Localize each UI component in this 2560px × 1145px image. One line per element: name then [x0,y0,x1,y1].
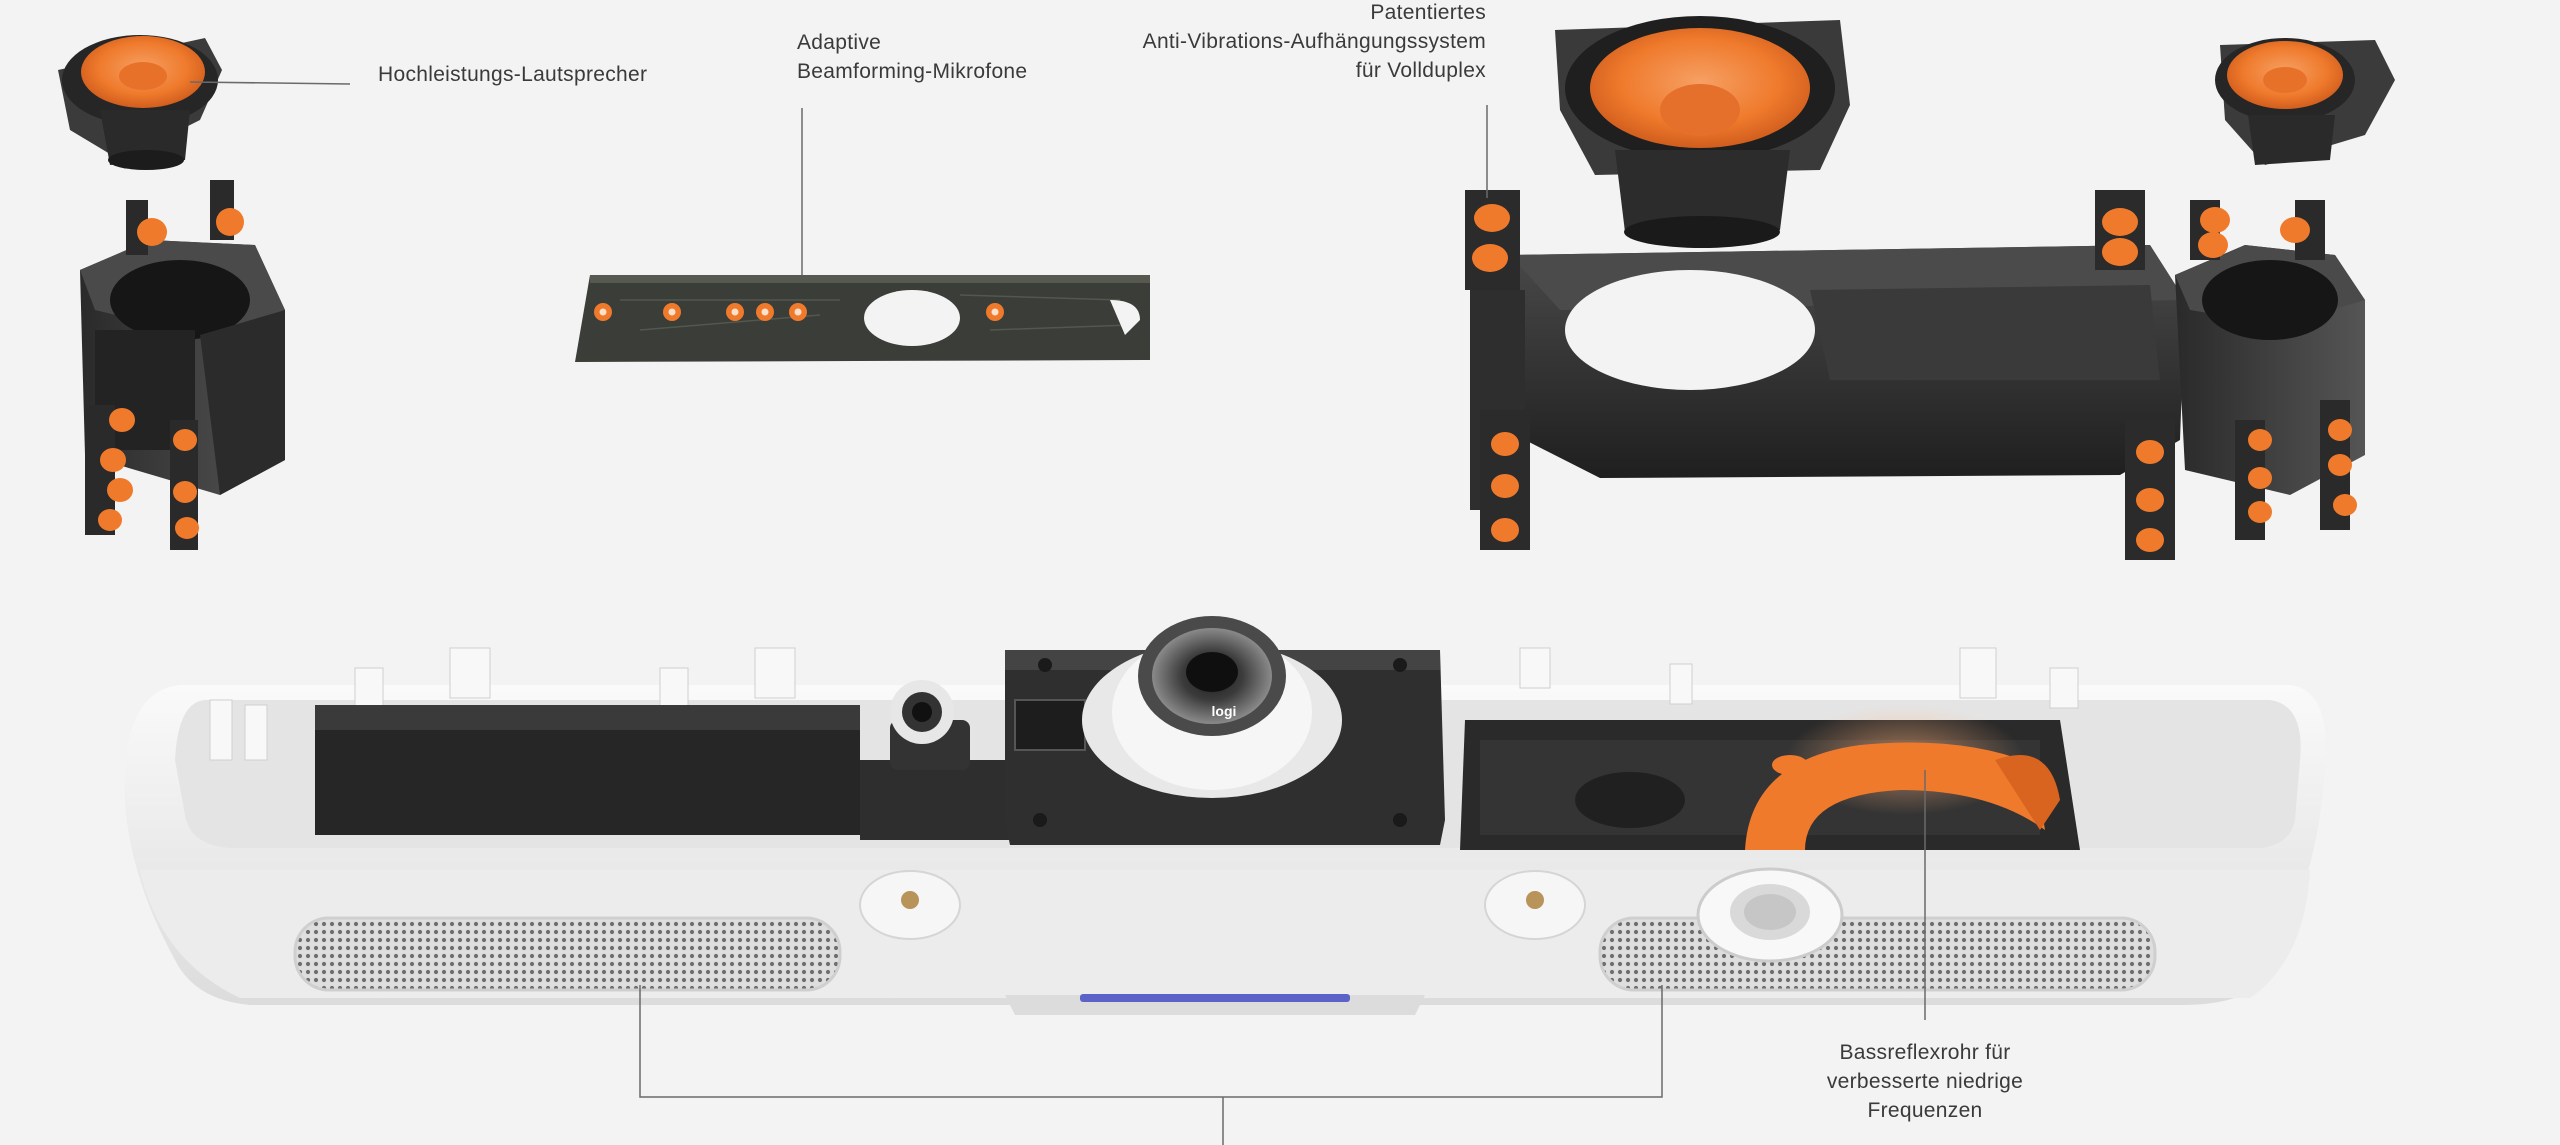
camera-module: logi [1005,616,1445,845]
callout-bass-line1: Bassreflexrohr für [1839,1041,2011,1064]
callout-mics-line2: Beamforming-Mikrofone [797,60,1028,83]
status-light [1080,994,1350,1002]
leader-speaker [189,81,351,85]
right-speaker-enclosure [2175,200,2365,540]
bass-reflex-tube [1745,705,2060,850]
camera-logo: logi [1212,703,1237,719]
callout-bass-line2: verbesserte niedrige [1826,1070,2024,1093]
left-speaker-grille [293,916,842,992]
leader-grilles [639,985,1663,1098]
callout-bass-line3: Frequenzen [1867,1099,1983,1122]
left-speaker-enclosure [80,180,285,550]
speaker-suspension-frame [1465,190,2185,560]
callout-speaker-text: Hochleistungs-Lautsprecher [378,63,648,86]
callout-bass: Bassreflexrohr für verbesserte niedrige … [1780,1038,2070,1125]
callout-speaker: Hochleistungs-Lautsprecher [378,60,647,89]
callout-suspension-line2: Anti-Vibrations-Aufhängungssystem [1142,30,1486,53]
right-speaker-grille [1598,916,2157,992]
callout-mics-line1: Adaptive [797,31,882,54]
main-speaker-driver [1555,16,1850,248]
right-speaker-driver [2215,38,2395,165]
video-bar-housing: logi [124,616,2326,1015]
microphone-circuit-board [575,275,1150,362]
secondary-lens [890,680,970,770]
left-speaker-driver [58,35,222,170]
callout-leader-lines [189,81,1926,1145]
callout-suspension-line1: Patentiertes [1370,1,1486,24]
callout-suspension-line3: für Vollduplex [1355,59,1486,82]
callout-suspension: Patentiertes Anti-Vibrations-Aufhängungs… [1143,0,1486,85]
callout-mics: Adaptive Beamforming-Mikrofone [797,28,1027,86]
